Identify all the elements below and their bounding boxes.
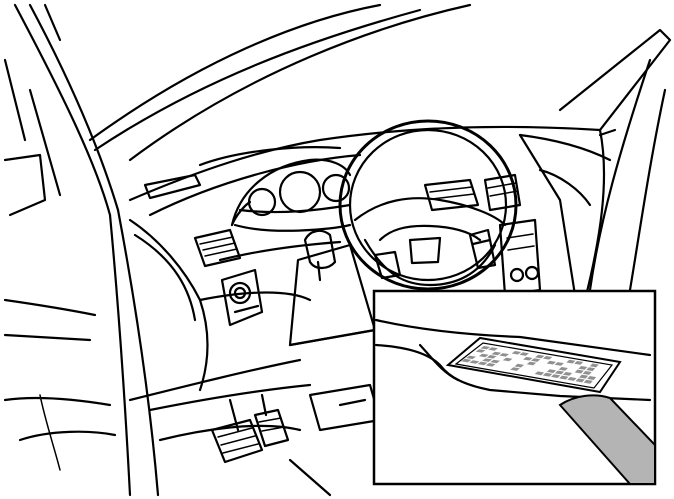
vin-label-cell <box>551 374 561 379</box>
light-switch <box>220 268 264 327</box>
vin-label-cell <box>562 371 573 376</box>
vin-label-cell <box>466 355 477 360</box>
vin-label-cell <box>514 363 525 368</box>
vin-label-cell <box>461 358 472 363</box>
dashboard <box>128 125 612 262</box>
left-air-vent <box>193 228 242 268</box>
vin-label-cell <box>485 363 496 367</box>
vin-label-plate <box>445 336 622 394</box>
vin-label-cell <box>558 366 568 371</box>
vin-label-cell <box>546 360 557 365</box>
vin-label-cell <box>490 359 501 364</box>
detail-inset <box>372 289 657 486</box>
vin-label-cell <box>579 374 589 379</box>
vin-label-cell <box>530 358 541 362</box>
vin-label-cell <box>542 372 553 377</box>
vin-label-cell <box>574 361 584 365</box>
vin-label-cell <box>586 367 596 372</box>
a-pillar <box>3 3 160 497</box>
right-pillar <box>558 28 672 302</box>
vin-label-cell <box>575 378 585 383</box>
vin-label-cell <box>546 369 557 374</box>
vin-label-cell <box>486 355 497 359</box>
vin-label-cell <box>491 351 502 356</box>
vin-label-cell <box>574 369 584 374</box>
center-console <box>423 133 592 297</box>
vin-label-cell <box>535 354 545 359</box>
steering-wheel <box>338 119 518 291</box>
vin-label-cell <box>589 363 599 368</box>
vin-label-cell <box>554 370 565 375</box>
vin-label-cell <box>469 360 480 364</box>
instrument-cluster <box>230 158 352 227</box>
vin-label-cell <box>510 367 520 371</box>
vin-label-cell <box>482 358 493 362</box>
vin-label-cell <box>542 356 553 360</box>
vin-label-cell <box>523 356 533 361</box>
vin-label-cell <box>534 371 545 376</box>
pedals <box>158 383 382 497</box>
vin-label-cell <box>566 359 576 364</box>
vin-label-cell <box>519 352 529 356</box>
vin-label-cell <box>582 370 592 375</box>
vin-label-cell <box>578 365 588 370</box>
vin-label-cell <box>526 361 537 366</box>
vin-label-cell <box>502 357 513 362</box>
left-door <box>3 153 117 471</box>
vin-label-cell <box>475 349 486 353</box>
steering-column <box>288 229 377 347</box>
vin-label-cell <box>488 347 498 351</box>
pointer <box>558 394 656 485</box>
vin-label-cell <box>583 379 593 384</box>
vin-label-cell <box>477 361 488 366</box>
vin-label-grid <box>461 346 599 384</box>
vin-label-cell <box>567 377 577 381</box>
vin-label-cell <box>480 346 491 350</box>
vin-label-cell <box>559 375 569 380</box>
vin-label-cell <box>587 376 597 380</box>
roof-edge <box>88 3 472 162</box>
knee-panel <box>128 218 312 412</box>
vin-label-cell <box>554 362 564 366</box>
vin-label-cell <box>499 353 509 357</box>
vin-label-cell <box>511 351 522 355</box>
vin-label-cell <box>478 353 489 358</box>
